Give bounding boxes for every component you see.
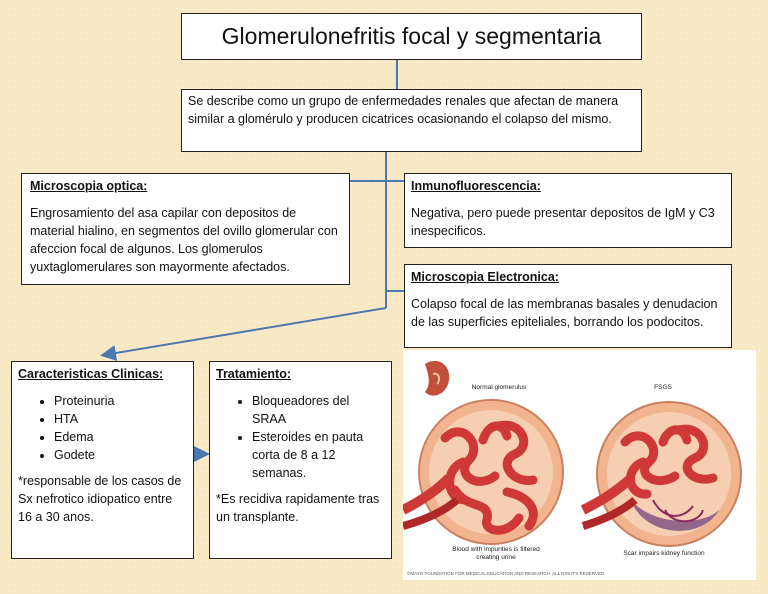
microscopia-electronica-text: Colapso focal de las membranas basales y… <box>411 297 718 329</box>
inmunofluorescencia-box: Inmunofluorescencia: Negativa, pero pued… <box>404 173 732 248</box>
list-item: Bloqueadores del SRAA <box>252 392 385 428</box>
fsgs-glomerulus-drawing <box>580 401 742 547</box>
normal-glomerulus-drawing <box>403 399 564 545</box>
tratamiento-heading: Tratamiento: <box>216 367 292 381</box>
label-normal-glomerulus: Normal glomerulus <box>471 384 527 391</box>
tratamiento-note: *Es recidiva rapidamente tras un transpl… <box>216 492 380 524</box>
page-title: Glomerulonefritis focal y segmentaria <box>181 13 642 60</box>
caracteristicas-note: *responsable de los casos de Sx nefrotic… <box>18 474 182 524</box>
inmunofluorescencia-text: Negativa, pero puede presentar depositos… <box>411 206 715 238</box>
list-item: HTA <box>54 410 187 428</box>
inmunofluorescencia-heading: Inmunofluorescencia: <box>411 179 541 193</box>
glomerulus-illustration: Normal glomerulus FSGS Blood with impuri… <box>403 350 756 580</box>
glomerulus-drawing <box>403 360 742 547</box>
microscopia-electronica-heading: Microscopia Electronica: <box>411 270 559 284</box>
list-item: Esteroides en pauta corta de 8 a 12 sema… <box>252 428 385 482</box>
intro-description: Se describe como un grupo de enfermedade… <box>181 89 642 152</box>
tratamiento-box: Tratamiento: Bloqueadores del SRAA Ester… <box>209 361 392 559</box>
kidney-icon <box>425 360 450 396</box>
label-scar: Scar impairs kidney function <box>623 550 705 557</box>
caracteristicas-list: Proteinuria HTA Edema Godete <box>18 392 187 464</box>
copyright-notice: ©MAYO FOUNDATION FOR MEDICAL EDUCATION A… <box>407 571 606 576</box>
caracteristicas-heading: Caracteristicas Clinicas: <box>18 367 164 381</box>
caracteristicas-clinicas-box: Caracteristicas Clinicas: Proteinuria HT… <box>11 361 194 559</box>
list-item: Edema <box>54 428 187 446</box>
tratamiento-list: Bloqueadores del SRAA Esteroides en paut… <box>216 392 385 482</box>
microscopia-optica-box: Microscopia optica: Engrosamiento del as… <box>21 173 350 285</box>
microscopia-electronica-box: Microscopia Electronica: Colapso focal d… <box>404 264 732 348</box>
list-item: Godete <box>54 446 187 464</box>
microscopia-optica-heading: Microscopia optica: <box>30 179 148 193</box>
list-item: Proteinuria <box>54 392 187 410</box>
microscopia-optica-text: Engrosamiento del asa capilar con deposi… <box>30 206 338 274</box>
label-fsgs: FSGS <box>654 384 672 391</box>
label-blood-filtered: Blood with impurities is filtered creati… <box>452 546 540 561</box>
